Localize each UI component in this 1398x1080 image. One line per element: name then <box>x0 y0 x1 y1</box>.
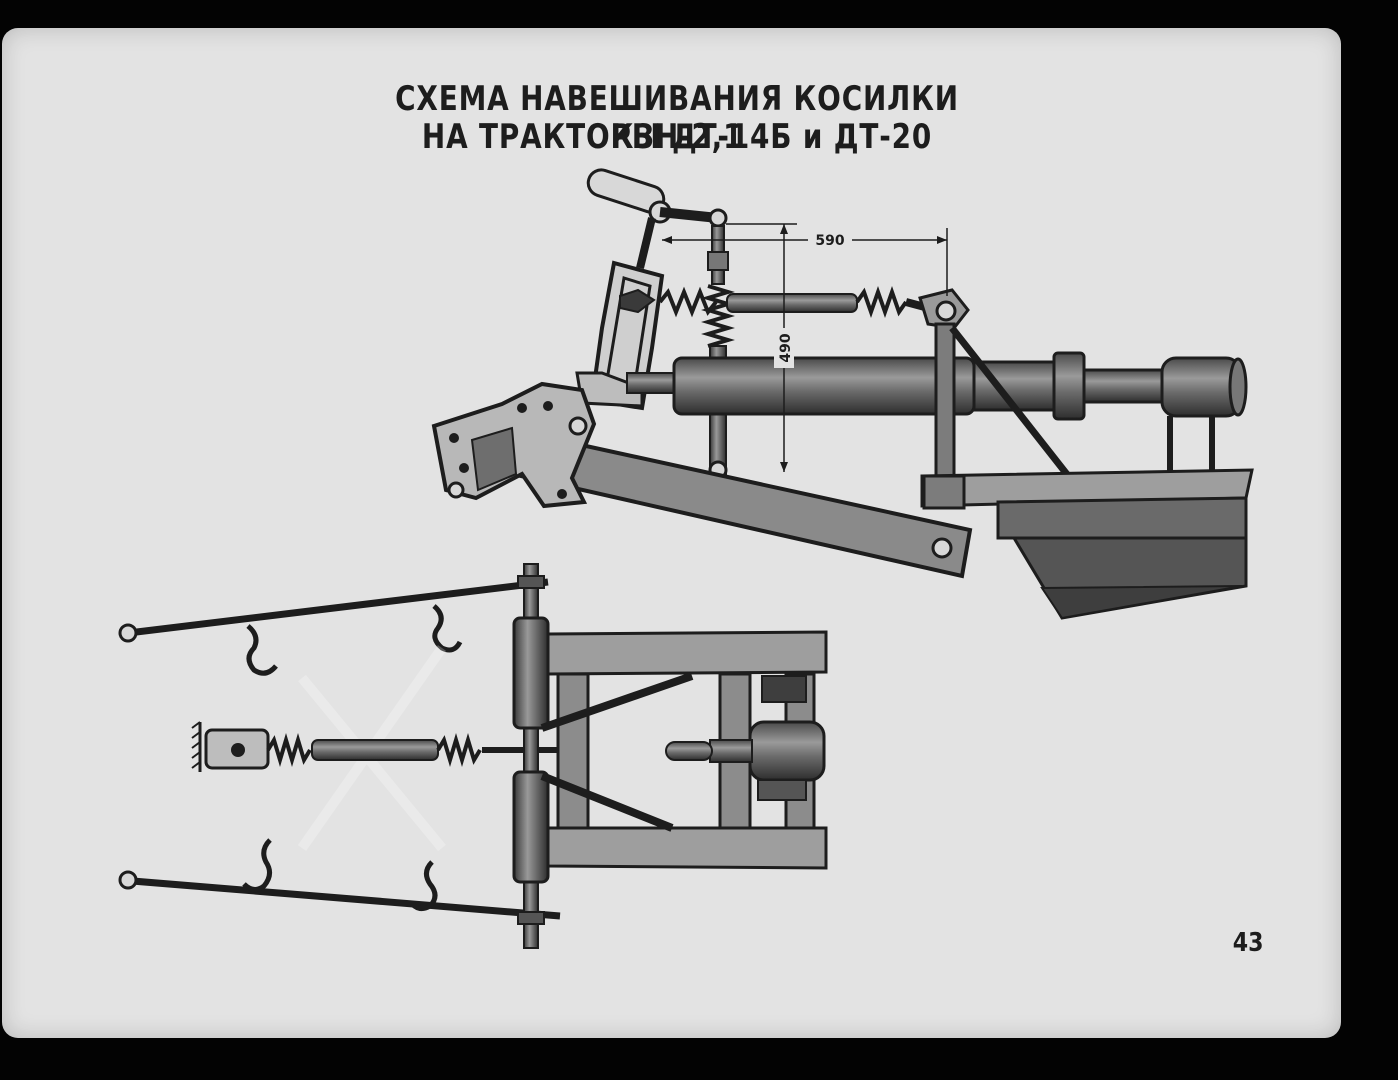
side-view: 590 490 <box>431 168 1254 620</box>
mower-shoe <box>920 468 1254 620</box>
cross-shaft <box>512 563 550 949</box>
gearbox-plan <box>665 675 826 801</box>
right-lower-link <box>118 838 561 920</box>
dimension-490-label: 490 <box>778 333 794 362</box>
frame-post <box>934 322 1087 499</box>
vertical-tie-rod <box>701 225 735 480</box>
dimension-490: 490 <box>726 223 797 472</box>
page-number: 43 <box>1232 928 1264 958</box>
mower-hitch-diagram: 590 490 <box>118 168 1254 949</box>
top-view <box>118 563 828 949</box>
center-top-link <box>191 721 558 772</box>
upper-lever <box>586 168 728 269</box>
top-link <box>658 285 970 330</box>
slide: СХЕМА НАВЕШИВАНИЯ КОСИЛКИ КЗН-2,1 НА ТРА… <box>2 28 1341 1038</box>
dimension-590: 590 <box>662 228 948 296</box>
mounting-bracket <box>575 260 665 411</box>
title-line-1: СХЕМА НАВЕШИВАНИЯ КОСИЛКИ КЗН-2,1 <box>395 79 959 157</box>
dimension-590-label: 590 <box>815 233 844 249</box>
title-line-2: НА ТРАКТОРЫ ДТ-14Б и ДТ-20 <box>421 117 933 157</box>
tractor-hitch-plate <box>431 381 597 509</box>
left-lower-link <box>118 578 549 676</box>
